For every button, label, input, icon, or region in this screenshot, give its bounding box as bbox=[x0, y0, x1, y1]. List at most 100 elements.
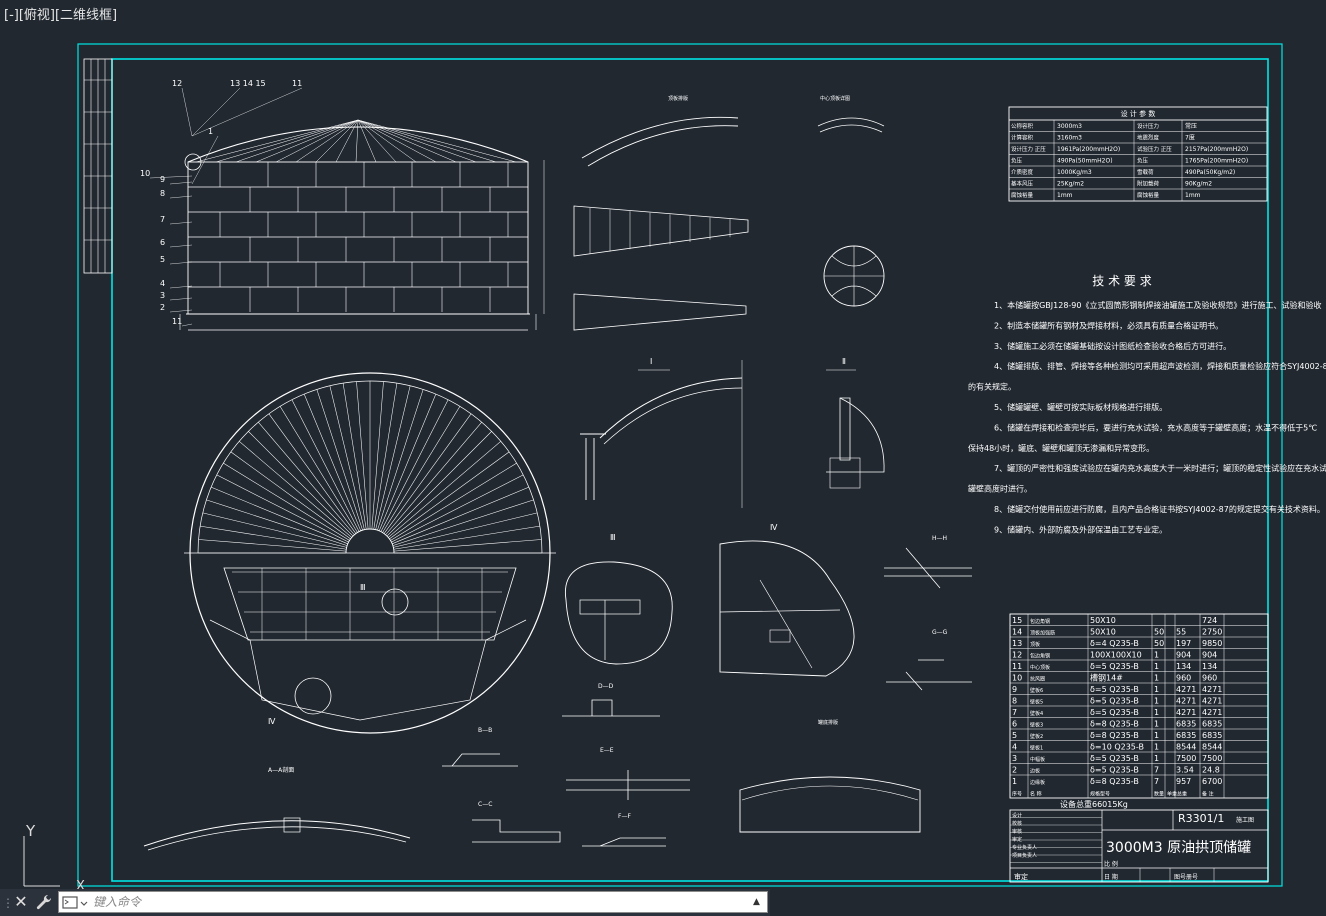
bom-name-1: 边缘板 bbox=[1030, 779, 1045, 786]
tech-requirement-2: 3、储罐施工必须在储罐基础按设计图纸检查验收合格后方可进行。 bbox=[994, 341, 1231, 351]
param-label-5: 基本风压 bbox=[1011, 180, 1034, 188]
bom-qty-6: 1 bbox=[1154, 720, 1159, 729]
param-label2-0: 设计压力 bbox=[1137, 122, 1159, 130]
bom-qty-1: 7 bbox=[1154, 777, 1159, 786]
bom-total-11: 134 bbox=[1202, 662, 1217, 671]
tech-requirement-0: 1、本储罐按GBJ128-90《立式圆筒形钢制焊接油罐施工及验收规范》进行施工、… bbox=[994, 300, 1321, 310]
bom-name-2: 边板 bbox=[1030, 768, 1040, 775]
tech-requirement-11: 9、储罐内、外部防腐及外部保温由工艺专业定。 bbox=[994, 524, 1167, 534]
elevation-callout-2: 2 bbox=[160, 303, 165, 312]
bom-no-9: 9 bbox=[1012, 685, 1017, 694]
param-label2-5: 附加载荷 bbox=[1137, 180, 1160, 188]
title-block bbox=[1009, 809, 1269, 883]
tech-requirement-9: 罐壁高度时进行。 bbox=[968, 484, 1032, 494]
detail-III-oval bbox=[564, 561, 673, 665]
elevation-callout-13 14 15: 13 14 15 bbox=[230, 79, 266, 88]
bottom-annular-plates bbox=[209, 619, 527, 721]
bom-qty-13: 50 bbox=[1154, 639, 1164, 648]
detail-IV-leaf bbox=[719, 540, 855, 677]
bom-no-15: 15 bbox=[1012, 616, 1022, 625]
bottom-plan-semicircle bbox=[189, 552, 551, 734]
detail-I-roof-arc bbox=[599, 377, 743, 439]
tech-requirement-3: 4、储罐排版、排管、焊接等各种检测均可采用超声波检测，焊接和质量检验应符合SYJ… bbox=[994, 361, 1326, 371]
bom-qty-2: 7 bbox=[1154, 766, 1159, 775]
bom-total-1: 6700 bbox=[1202, 777, 1222, 786]
elevation-callout-6: 6 bbox=[160, 238, 165, 247]
param-label-4: 介质密度 bbox=[1011, 168, 1034, 176]
param-value-5: 25Kg/m2 bbox=[1057, 181, 1084, 188]
bom-no-8: 8 bbox=[1012, 697, 1017, 706]
ucs-x-label: X bbox=[76, 879, 85, 889]
detail-circle-III bbox=[381, 588, 409, 616]
design-params-table bbox=[1008, 106, 1268, 202]
bom-qty-4: 1 bbox=[1154, 743, 1159, 752]
param-value-3: 490Pa(50mmH2O) bbox=[1057, 158, 1113, 165]
bom-unit-9: 4271 bbox=[1176, 685, 1196, 694]
bom-no-2: 2 bbox=[1012, 766, 1017, 775]
total-weight: 设备总重66015Kg bbox=[1060, 799, 1128, 809]
ucs-y-label: Y bbox=[26, 822, 36, 840]
section-G-G: G—G bbox=[932, 629, 948, 636]
bom-spec-1: δ=8 Q235-B bbox=[1090, 777, 1139, 786]
title-label-1: 校核 bbox=[1012, 820, 1022, 827]
param-label2-1: 地震烈度 bbox=[1137, 134, 1160, 142]
bom-qty-3: 1 bbox=[1154, 754, 1159, 763]
detail-title-I: Ⅰ bbox=[650, 357, 652, 366]
param-value-2: 1961Pa(200mmH2O) bbox=[1057, 146, 1120, 153]
bom-total-14: 2750 bbox=[1202, 628, 1222, 637]
param-value2-4: 490Pa(50Kg/m2) bbox=[1185, 169, 1235, 176]
bom-header-3: 数量 bbox=[1154, 791, 1164, 798]
close-icon[interactable]: ✕ bbox=[14, 892, 28, 911]
section-A-A-arc bbox=[143, 820, 411, 847]
bom-name-4: 壁板1 bbox=[1030, 745, 1043, 752]
customize-wrench-icon[interactable] bbox=[34, 893, 54, 913]
bom-total-6: 6835 bbox=[1202, 720, 1222, 729]
bom-name-14: 顶板加强筋 bbox=[1030, 630, 1055, 637]
param-label-0: 公称容积 bbox=[1011, 122, 1034, 130]
bom-no-14: 14 bbox=[1012, 628, 1022, 637]
bom-unit-3: 7500 bbox=[1176, 754, 1196, 763]
roof-plan-semicircle bbox=[189, 372, 551, 554]
bom-spec-6: δ=8 Q235-B bbox=[1090, 720, 1139, 729]
bom-unit-5: 6835 bbox=[1176, 731, 1196, 740]
bom-qty-9: 1 bbox=[1154, 685, 1159, 694]
title-label-0: 设计 bbox=[1012, 812, 1022, 819]
bom-spec-9: δ=5 Q235-B bbox=[1090, 685, 1139, 694]
param-label2-4: 雪载荷 bbox=[1137, 168, 1154, 176]
bom-qty-5: 1 bbox=[1154, 731, 1159, 740]
bom-no-10: 10 bbox=[1012, 674, 1022, 683]
bom-total-15: 724 bbox=[1202, 616, 1217, 625]
tank-roof-arc bbox=[187, 126, 529, 163]
bom-no-6: 6 bbox=[1012, 720, 1017, 729]
roof-plate-detail bbox=[581, 116, 739, 159]
command-prompt-icon[interactable] bbox=[62, 895, 90, 911]
bom-spec-3: δ=5 Q235-B bbox=[1090, 754, 1139, 763]
detail-title-III-oval: Ⅲ bbox=[610, 533, 616, 542]
viewport-label[interactable]: [-][俯视][二维线框] bbox=[4, 8, 118, 23]
bom-header-4: 单重 bbox=[1167, 791, 1177, 798]
section-E-E: E—E bbox=[600, 747, 614, 754]
reinforcing-rib-detail bbox=[573, 293, 747, 331]
bom-total-12: 904 bbox=[1202, 651, 1217, 660]
param-value-4: 1000Kg/m3 bbox=[1057, 169, 1092, 176]
title-label-scale: 比 例 bbox=[1104, 860, 1118, 868]
bom-no-11: 11 bbox=[1012, 662, 1022, 671]
bom-name-5: 壁板2 bbox=[1030, 733, 1043, 740]
tech-requirement-6: 6、储罐在焊接和检查完毕后，要进行充水试验，充水高度等于罐壁高度；水温不得低于5… bbox=[994, 422, 1317, 432]
bom-spec-11: δ=5 Q235-B bbox=[1090, 662, 1139, 671]
command-history-arrow-icon[interactable]: ▲ bbox=[753, 897, 760, 907]
bom-name-9: 壁板6 bbox=[1030, 687, 1043, 694]
elevation-callout-3: 3 bbox=[160, 291, 165, 300]
section-D-D: D—D bbox=[598, 683, 614, 690]
bom-qty-10: 1 bbox=[1154, 674, 1159, 683]
param-label2-2: 试验压力 正压 bbox=[1137, 145, 1172, 153]
bom-spec-14: 50X10 bbox=[1090, 628, 1116, 637]
section-F-F: F—F bbox=[618, 813, 631, 820]
param-label2-6: 腐蚀裕量 bbox=[1137, 191, 1160, 199]
tech-requirement-8: 7、罐顶的严密性和强度试验应在罐内充水高度大于一米时进行；罐顶的稳定性试验应在充… bbox=[994, 463, 1326, 473]
tank-shell-elevation bbox=[187, 161, 529, 315]
command-grip-handle[interactable]: ⋮ bbox=[2, 896, 14, 910]
title-label-3: 审定 bbox=[1012, 836, 1022, 843]
command-input[interactable] bbox=[93, 893, 733, 911]
